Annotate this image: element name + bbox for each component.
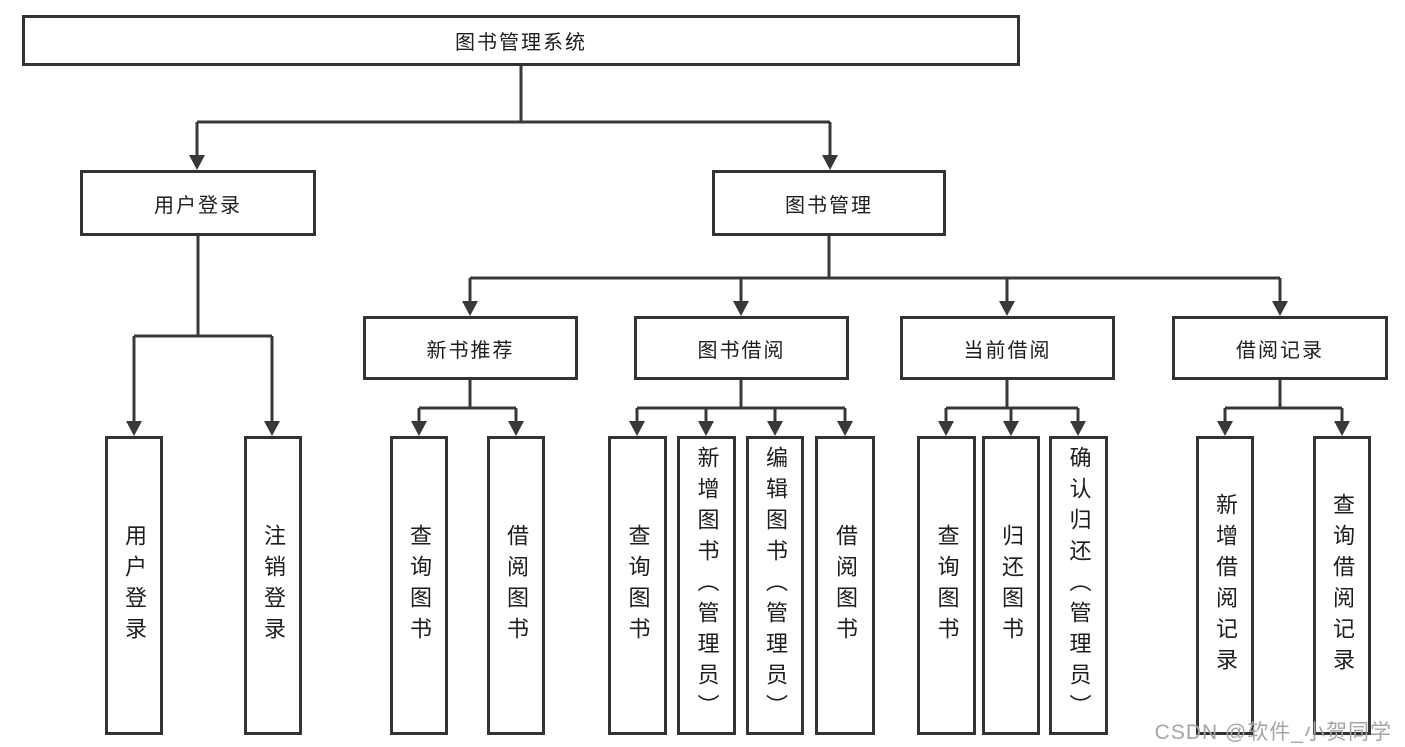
node-label: 归还图书: [999, 523, 1024, 648]
node-current-borrowing: 当前借阅: [900, 316, 1115, 380]
leaf-user-login: 用户登录: [105, 436, 163, 735]
node-label: 图书管理系统: [455, 32, 587, 54]
node-user-login: 用户登录: [80, 170, 316, 236]
node-label: 用户登录: [154, 194, 242, 217]
leaf-borrow-books-borrowing: 借阅图书: [815, 436, 875, 735]
csdn-watermark: CSDN @软件_小贺同学: [1154, 721, 1392, 744]
leaf-return-book: 归还图书: [982, 436, 1040, 735]
node-label: 图书管理: [785, 194, 873, 217]
node-label: 图书借阅: [697, 339, 786, 362]
node-borrowing-records: 借阅记录: [1172, 316, 1388, 380]
node-label: 用户登录: [122, 523, 147, 648]
leaf-edit-book-admin: 编辑图书（管理员）: [746, 436, 804, 735]
leaf-add-borrow-record: 新增借阅记录: [1196, 436, 1254, 735]
node-label: 借阅图书: [833, 523, 858, 648]
leaf-add-book-admin: 新增图书（管理员）: [677, 436, 736, 735]
leaf-query-books-current: 查询图书: [917, 436, 976, 735]
connector-paths: [132, 66, 1344, 424]
leaf-query-borrow-record: 查询借阅记录: [1313, 436, 1371, 735]
leaf-logout: 注销登录: [244, 436, 302, 735]
node-label: 查询借阅记录: [1330, 492, 1355, 679]
node-label: 新增借阅记录: [1213, 492, 1238, 679]
node-book-borrowing: 图书借阅: [634, 316, 849, 380]
leaf-query-books-borrowing: 查询图书: [608, 436, 667, 735]
node-label: 查询图书: [934, 523, 960, 648]
node-label: 新书推荐: [426, 339, 515, 362]
node-label: 当前借阅: [963, 339, 1052, 362]
leaf-borrow-books-recommend: 借阅图书: [487, 436, 545, 735]
node-label: 查询图书: [625, 523, 651, 648]
node-label: 注销登录: [261, 523, 286, 648]
node-label: 借阅记录: [1236, 339, 1324, 362]
node-new-book-recommendation: 新书推荐: [363, 316, 578, 380]
node-book-management-system: 图书管理系统: [22, 15, 1020, 66]
node-label: 借阅图书: [504, 523, 529, 648]
node-label: 新增图书（管理员）: [694, 446, 720, 725]
leaf-query-books-recommend: 查询图书: [390, 436, 448, 735]
node-book-management: 图书管理: [712, 170, 946, 236]
node-label: 确认归还（管理员）: [1066, 446, 1092, 725]
node-label: 查询图书: [407, 523, 432, 648]
leaf-confirm-return-admin: 确认归还（管理员）: [1049, 436, 1108, 735]
node-label: 编辑图书（管理员）: [763, 446, 788, 725]
